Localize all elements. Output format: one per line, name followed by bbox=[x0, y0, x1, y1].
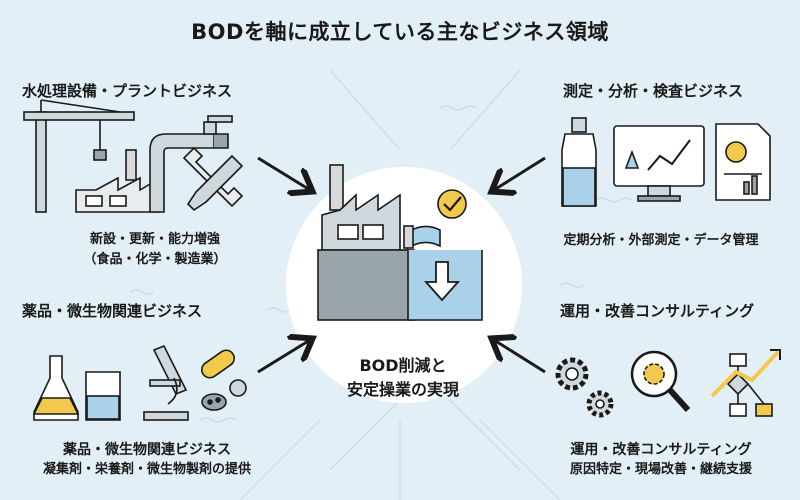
consulting-subtitle-line: 原因特定・現場改善・継続支援 bbox=[569, 462, 752, 477]
wrench-icon bbox=[182, 146, 244, 212]
sample-bottle-icon bbox=[561, 117, 597, 207]
chemicals-subtitle: 薬品・微生物関連ビジネス 凝集剤・栄養剤・微生物製剤の提供 bbox=[12, 440, 282, 480]
quadrant-title-consulting: 運用・改善コンサルティング bbox=[560, 302, 755, 320]
arrow-from-plant bbox=[257, 156, 310, 190]
center-down-arrow-icon bbox=[423, 261, 461, 302]
arrow-from-measurement bbox=[494, 156, 546, 190]
gears-icon bbox=[555, 357, 614, 418]
report-icon bbox=[715, 123, 771, 201]
plant-subtitle: 新設・更新・能力増強 （食品・化学・製造業） bbox=[55, 230, 255, 270]
microscope-icon bbox=[143, 344, 189, 421]
center-label: BOD削減と 安定操業の実現 bbox=[328, 354, 478, 402]
factory-icon bbox=[75, 149, 161, 213]
chemicals-subtitle-heading: 薬品・微生物関連ビジネス bbox=[63, 442, 231, 458]
plant-subtitle-line1: 新設・更新・能力増強 bbox=[89, 232, 220, 247]
chemicals-subtitle-line: 凝集剤・栄養剤・微生物製剤の提供 bbox=[42, 462, 251, 477]
center-label-line2: 安定操業の実現 bbox=[346, 380, 459, 399]
quadrant-title-plant: 水処理設備・プラントビジネス bbox=[22, 82, 233, 100]
pipe-faucet-icon bbox=[149, 115, 233, 213]
monitor-chart-icon bbox=[613, 125, 705, 202]
measurement-subtitle: 定期分析・外部測定・データ管理 bbox=[563, 233, 759, 248]
page-title: BODを軸に成立している主なビジネス領域 bbox=[191, 20, 609, 44]
magnifier-gear-icon bbox=[630, 350, 691, 413]
microbe-icon bbox=[201, 393, 227, 411]
consulting-subtitle-heading: 運用・改善コンサルティング bbox=[570, 442, 752, 458]
capsule-icon bbox=[201, 349, 247, 397]
center-factory-icon bbox=[317, 164, 415, 321]
quadrant-title-measurement: 測定・分析・検査ビジネス bbox=[563, 82, 744, 100]
arrow-from-consulting bbox=[494, 340, 546, 374]
center-check-icon bbox=[437, 189, 467, 219]
center-label-line1: BOD削減と bbox=[359, 356, 447, 375]
crane-icon bbox=[23, 99, 135, 213]
consulting-subtitle: 運用・改善コンサルティング 原因特定・現場改善・継続支援 bbox=[536, 440, 786, 480]
quadrant-title-chemicals: 薬品・微生物関連ビジネス bbox=[22, 302, 203, 320]
flask-icon bbox=[32, 355, 121, 421]
flowchart-icon bbox=[710, 349, 781, 417]
plant-subtitle-line2: （食品・化学・製造業） bbox=[83, 252, 227, 267]
arrow-from-chemicals bbox=[257, 340, 310, 374]
